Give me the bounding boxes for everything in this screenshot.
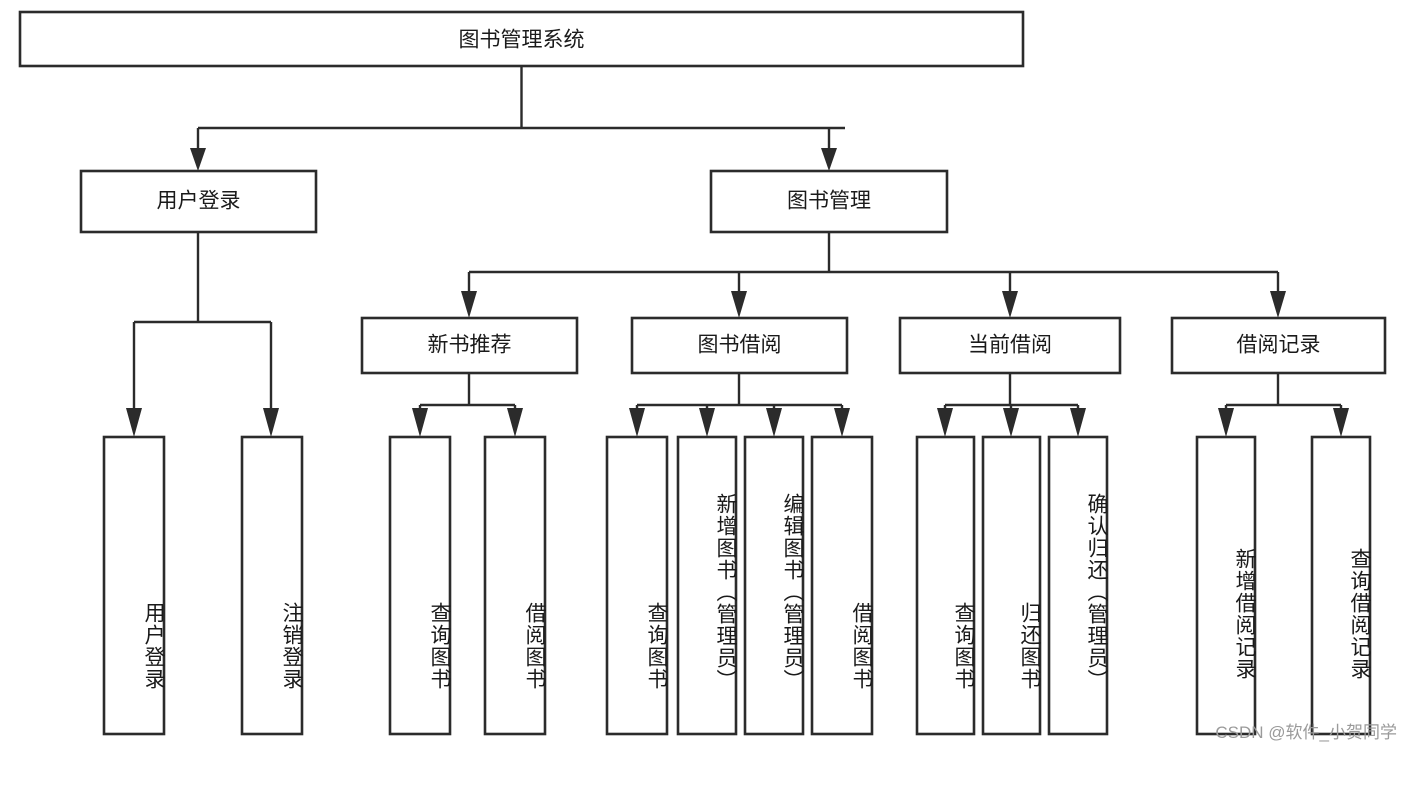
leaf-rect-add-borrow-record[interactable] xyxy=(1195,435,1257,736)
leaf-rect-logout[interactable] xyxy=(240,435,304,736)
node-book-manage[interactable]: 图书管理 xyxy=(709,169,949,234)
diagram-canvas: 图书管理系统 用户登录 图书管理 新书推荐 图书借阅 当前借阅 借阅记录 xyxy=(18,10,1397,742)
node-current-borrow-rect[interactable] xyxy=(898,316,1122,375)
node-new-book-recommend-rect[interactable] xyxy=(360,316,579,375)
arrow-current-l3 xyxy=(1070,408,1086,437)
connector-group-new-book xyxy=(412,373,523,437)
arrow-user-leaf2 xyxy=(263,408,279,437)
csdn-watermark: CSDN @软件_小贺同学 xyxy=(1215,723,1397,742)
connector-group-current-borrow xyxy=(937,373,1086,437)
arrow-root-to-user xyxy=(190,148,206,171)
arrow-current-l2 xyxy=(1003,408,1019,437)
leaf-rect-query-book-current[interactable] xyxy=(915,435,976,736)
node-borrow-record-rect[interactable] xyxy=(1170,316,1387,375)
node-root-label: 图书管理系统 xyxy=(459,29,585,52)
leaf-rect-borrow-book[interactable] xyxy=(810,435,874,736)
leaf-rect-query-book-borrow[interactable] xyxy=(605,435,669,736)
leaf-rect-return-book[interactable] xyxy=(981,435,1042,736)
connector-group-user-login xyxy=(126,232,279,437)
node-user-login-label: 用户登录 xyxy=(157,190,241,213)
arrow-current-l1 xyxy=(937,408,953,437)
node-user-login[interactable]: 用户登录 xyxy=(79,169,318,234)
leaf-rect-query-book-new[interactable] xyxy=(388,435,452,736)
node-book-borrow[interactable]: 图书借阅 xyxy=(630,316,849,375)
node-current-borrow-label: 当前借阅 xyxy=(968,334,1052,357)
node-user-login-rect[interactable] xyxy=(79,169,318,234)
node-root-rect[interactable] xyxy=(18,10,1025,68)
node-book-manage-label: 图书管理 xyxy=(787,190,871,213)
arrow-book-c4 xyxy=(1270,291,1286,318)
node-book-borrow-rect[interactable] xyxy=(630,316,849,375)
connector-group-borrow-record xyxy=(1218,373,1349,437)
connector-group-book-manage xyxy=(461,232,1286,318)
leaf-rect-user-login[interactable] xyxy=(102,435,166,736)
node-new-book-recommend-label: 新书推荐 xyxy=(428,334,512,357)
node-new-book-recommend[interactable]: 新书推荐 xyxy=(360,316,579,375)
arrow-borrow-l2 xyxy=(699,408,715,437)
flowchart-svg: 图书管理系统 用户登录 图书管理 新书推荐 图书借阅 当前借阅 借阅记录 xyxy=(18,10,1387,736)
node-current-borrow[interactable]: 当前借阅 xyxy=(898,316,1122,375)
arrow-record-l2 xyxy=(1333,408,1349,437)
arrow-book-c2 xyxy=(731,291,747,318)
leaf-rect-add-book-admin[interactable] xyxy=(676,435,738,736)
arrow-book-c1 xyxy=(461,291,477,318)
connector-group-book-borrow xyxy=(629,373,850,437)
arrow-book-c3 xyxy=(1002,291,1018,318)
arrow-borrow-l4 xyxy=(834,408,850,437)
node-borrow-record[interactable]: 借阅记录 xyxy=(1170,316,1387,375)
arrow-newbook-l2 xyxy=(507,408,523,437)
arrow-borrow-l3 xyxy=(766,408,782,437)
leaf-rect-borrow-book-new[interactable] xyxy=(483,435,547,736)
node-root[interactable]: 图书管理系统 xyxy=(18,10,1025,68)
node-book-borrow-label: 图书借阅 xyxy=(698,334,782,357)
connector-group-root xyxy=(190,66,845,171)
node-borrow-record-label: 借阅记录 xyxy=(1237,334,1321,357)
leaf-rect-confirm-return-admin[interactable] xyxy=(1047,435,1109,736)
leaf-rect-query-borrow-record[interactable] xyxy=(1310,435,1372,736)
node-book-manage-rect[interactable] xyxy=(709,169,949,234)
arrow-record-l1 xyxy=(1218,408,1234,437)
arrow-root-to-book xyxy=(821,148,837,171)
arrow-borrow-l1 xyxy=(629,408,645,437)
arrow-user-leaf1 xyxy=(126,408,142,437)
leaf-rect-edit-book-admin[interactable] xyxy=(743,435,805,736)
arrow-newbook-l1 xyxy=(412,408,428,437)
